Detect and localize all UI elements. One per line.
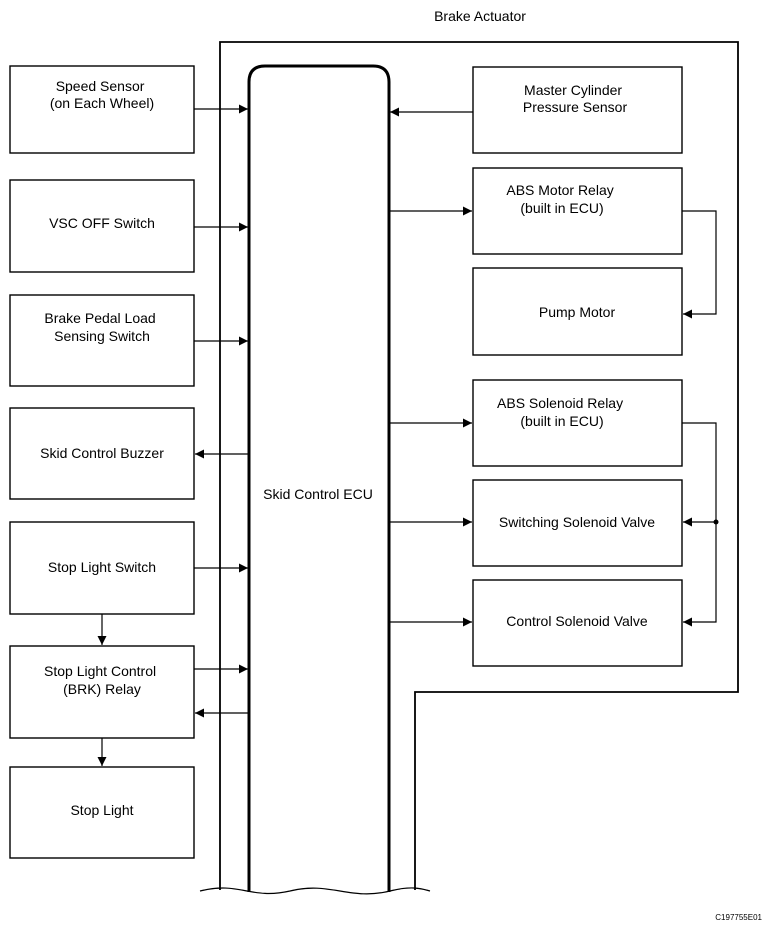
brake-actuator-frame [219, 41, 739, 890]
master-cylinder-pressure-sensor-box [472, 66, 683, 154]
brake-pedal-load-switch-box [9, 294, 195, 387]
stop-light-switch-label: Stop Light Switch [48, 559, 156, 575]
stop-light-relay-label: Stop Light Control (BRK) Relay [44, 663, 160, 697]
speed-sensor-box [9, 65, 195, 154]
abs-motor-relay-label: ABS Motor Relay (built in ECU) [506, 182, 617, 216]
junction-dot [713, 519, 719, 525]
master-cylinder-pressure-sensor-label: Master Cylinder Pressure Sensor [523, 82, 628, 115]
motor-relay-to-pump-arrow [682, 210, 717, 319]
control-solenoid-valve-box [472, 579, 683, 667]
pump-motor-box [472, 267, 683, 356]
switching-solenoid-valve-label: Switching Solenoid Valve [499, 514, 655, 530]
brake-actuator-label: Brake Actuator [434, 8, 526, 24]
stop-light-label: Stop Light [70, 802, 133, 818]
figure-code: C197755E01 [715, 913, 762, 922]
switching-solenoid-valve-box [472, 479, 683, 567]
brake-pedal-load-switch-label: Brake Pedal Load Sensing Switch [44, 310, 159, 344]
skid-control-buzzer-label: Skid Control Buzzer [40, 445, 164, 461]
pump-motor-label: Pump Motor [539, 304, 616, 320]
abs-solenoid-relay-label: ABS Solenoid Relay (built in ECU) [497, 395, 627, 429]
stop-light-box [9, 766, 195, 859]
break-line [199, 887, 431, 895]
control-solenoid-valve-label: Control Solenoid Valve [506, 613, 648, 629]
vsc-off-switch-label: VSC OFF Switch [49, 215, 155, 231]
stop-light-relay-box [9, 645, 195, 739]
speed-sensor-label: Speed Sensor (on Each Wheel) [50, 78, 154, 111]
abs-solenoid-relay-box [472, 379, 683, 467]
skid-control-ecu [247, 64, 391, 892]
skid-control-ecu-label: Skid Control ECU [263, 486, 373, 502]
stop-light-switch-box [9, 521, 195, 615]
skid-control-buzzer-box [9, 407, 195, 500]
vsc-off-switch-box [9, 179, 195, 273]
